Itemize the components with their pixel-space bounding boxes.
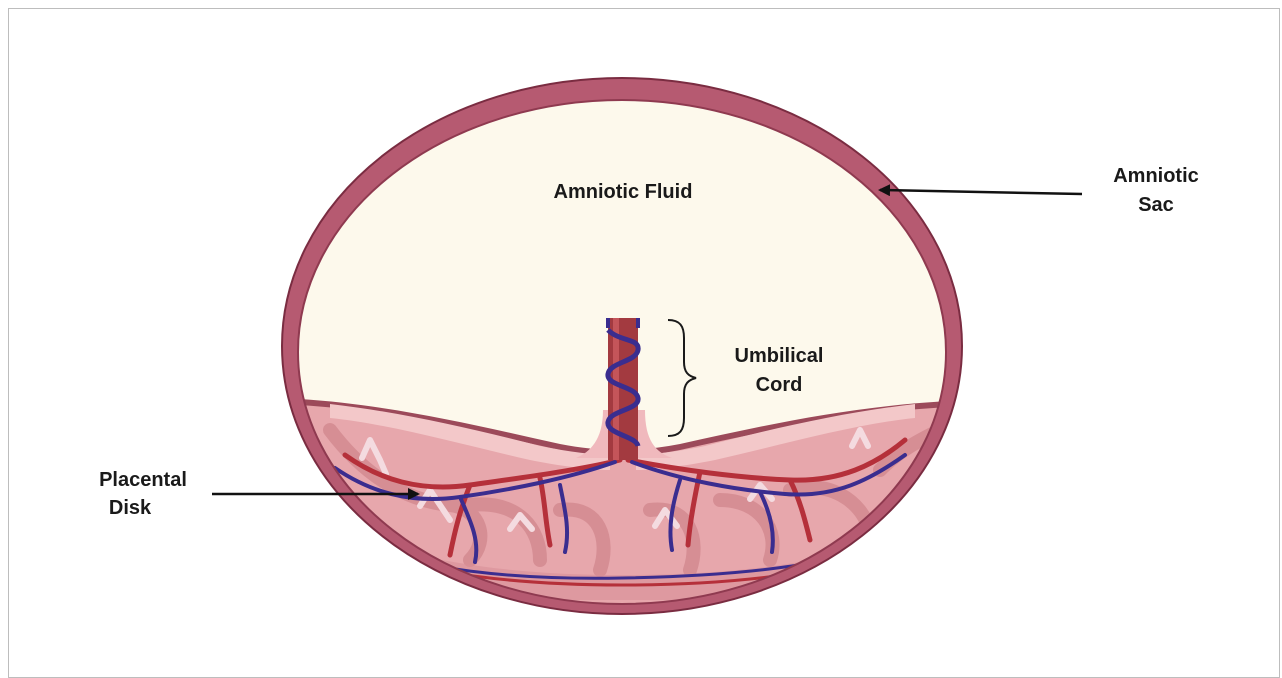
label-amniotic-sac-line1: Amniotic [1113, 165, 1199, 187]
amniotic-sac-arrow-icon [880, 190, 1082, 194]
label-amniotic-fluid: Amniotic Fluid [554, 181, 693, 203]
label-umbilical-cord-line2: Cord [756, 374, 803, 396]
label-amniotic-sac-line2: Sac [1138, 194, 1174, 216]
label-placental-disk-line2: Disk [109, 497, 152, 519]
label-placental-disk-line1: Placental [99, 469, 187, 491]
label-umbilical-cord-line1: Umbilical [735, 345, 824, 367]
